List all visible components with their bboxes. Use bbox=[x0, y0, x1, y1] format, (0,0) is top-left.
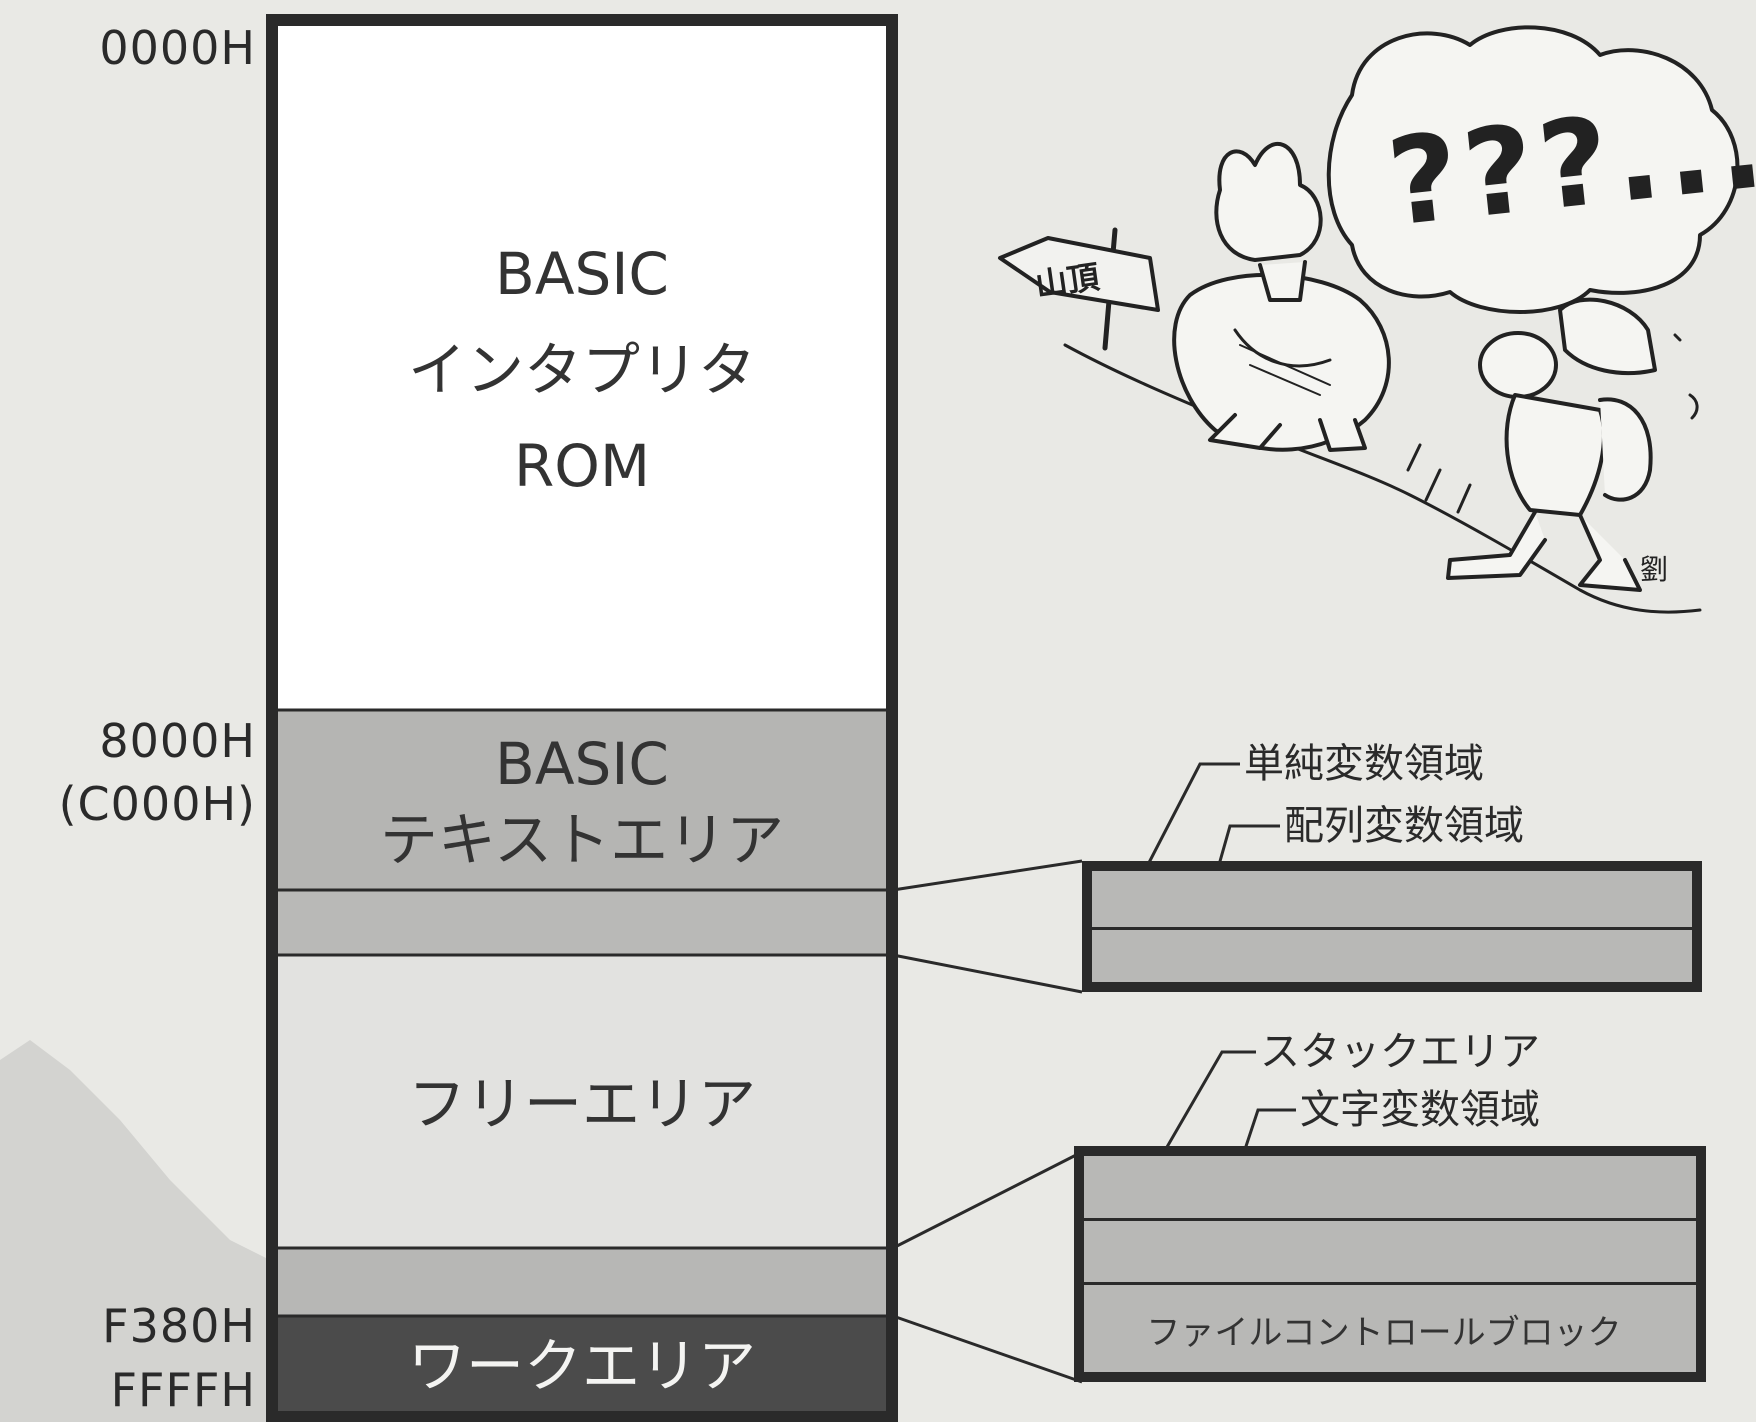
array-variables-label: 配列変数領域 bbox=[1284, 803, 1524, 849]
basic-text-label-line2: テキストエリア bbox=[379, 806, 785, 874]
stack-area-label: スタックエリア bbox=[1260, 1029, 1540, 1075]
free-area-region bbox=[272, 955, 892, 1248]
address-work-area: F380H bbox=[102, 1299, 256, 1353]
basic-text-region bbox=[272, 710, 892, 890]
address-start: 0000H bbox=[99, 21, 256, 75]
variables-detail-box bbox=[1082, 861, 1702, 992]
free-area-label: フリーエリア bbox=[407, 1070, 756, 1138]
rom-label-line2: インタプリタ bbox=[407, 336, 756, 404]
string-variables-label: 文字変数領域 bbox=[1300, 1087, 1540, 1133]
simple-variables-label: 単純変数領域 bbox=[1244, 741, 1484, 787]
work-area-label: ワークエリア bbox=[407, 1332, 756, 1400]
rom-label-line1: BASIC bbox=[495, 240, 669, 308]
stack-detail-divider-1 bbox=[1084, 1218, 1696, 1221]
rom-region bbox=[272, 20, 892, 710]
background-hill bbox=[0, 1040, 270, 1422]
stack-detail-box bbox=[1074, 1146, 1706, 1382]
connector-lines bbox=[892, 859, 1083, 1384]
signature: 劉 bbox=[1640, 553, 1669, 586]
address-end: FFFFH bbox=[110, 1363, 256, 1417]
signpost-board bbox=[998, 236, 1160, 312]
file-control-block-label: ファイルコントロールブロック bbox=[1146, 1313, 1622, 1353]
address-basic-text-alt: (C000H) bbox=[58, 777, 256, 831]
thought-bubble bbox=[1326, 25, 1740, 314]
basic-text-label-line1: BASIC bbox=[495, 730, 669, 798]
stack-region bbox=[272, 1248, 892, 1316]
work-area-region bbox=[272, 1316, 892, 1417]
stack-detail-divider-2 bbox=[1084, 1282, 1696, 1285]
big-hiker-hat bbox=[1214, 142, 1323, 262]
small-hiker-hat bbox=[1558, 297, 1657, 376]
hiker-illustration bbox=[998, 25, 1740, 614]
variables-detail-divider bbox=[1092, 927, 1692, 930]
address-basic-text: 8000H bbox=[99, 714, 256, 768]
variables-region bbox=[272, 890, 892, 955]
rom-label-line3: ROM bbox=[514, 432, 650, 500]
